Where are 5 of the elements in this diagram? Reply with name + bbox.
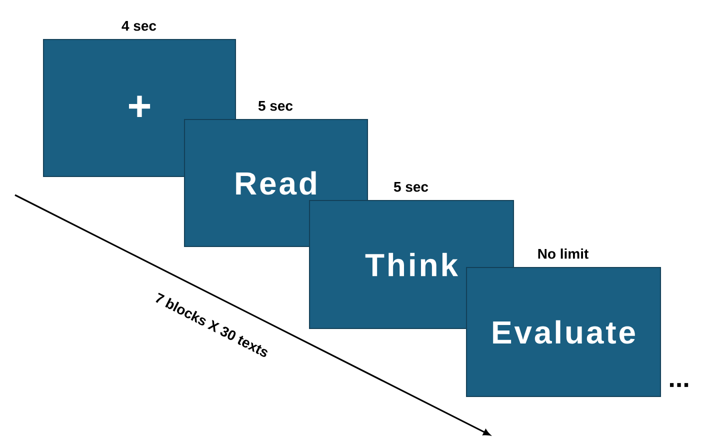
stimulus-box: Evaluate	[466, 267, 661, 397]
duration-label: No limit	[538, 248, 588, 259]
duration-label: 4 sec	[122, 21, 156, 31]
duration-label: 5 sec	[394, 182, 428, 192]
duration-label: 5 sec	[258, 101, 293, 111]
